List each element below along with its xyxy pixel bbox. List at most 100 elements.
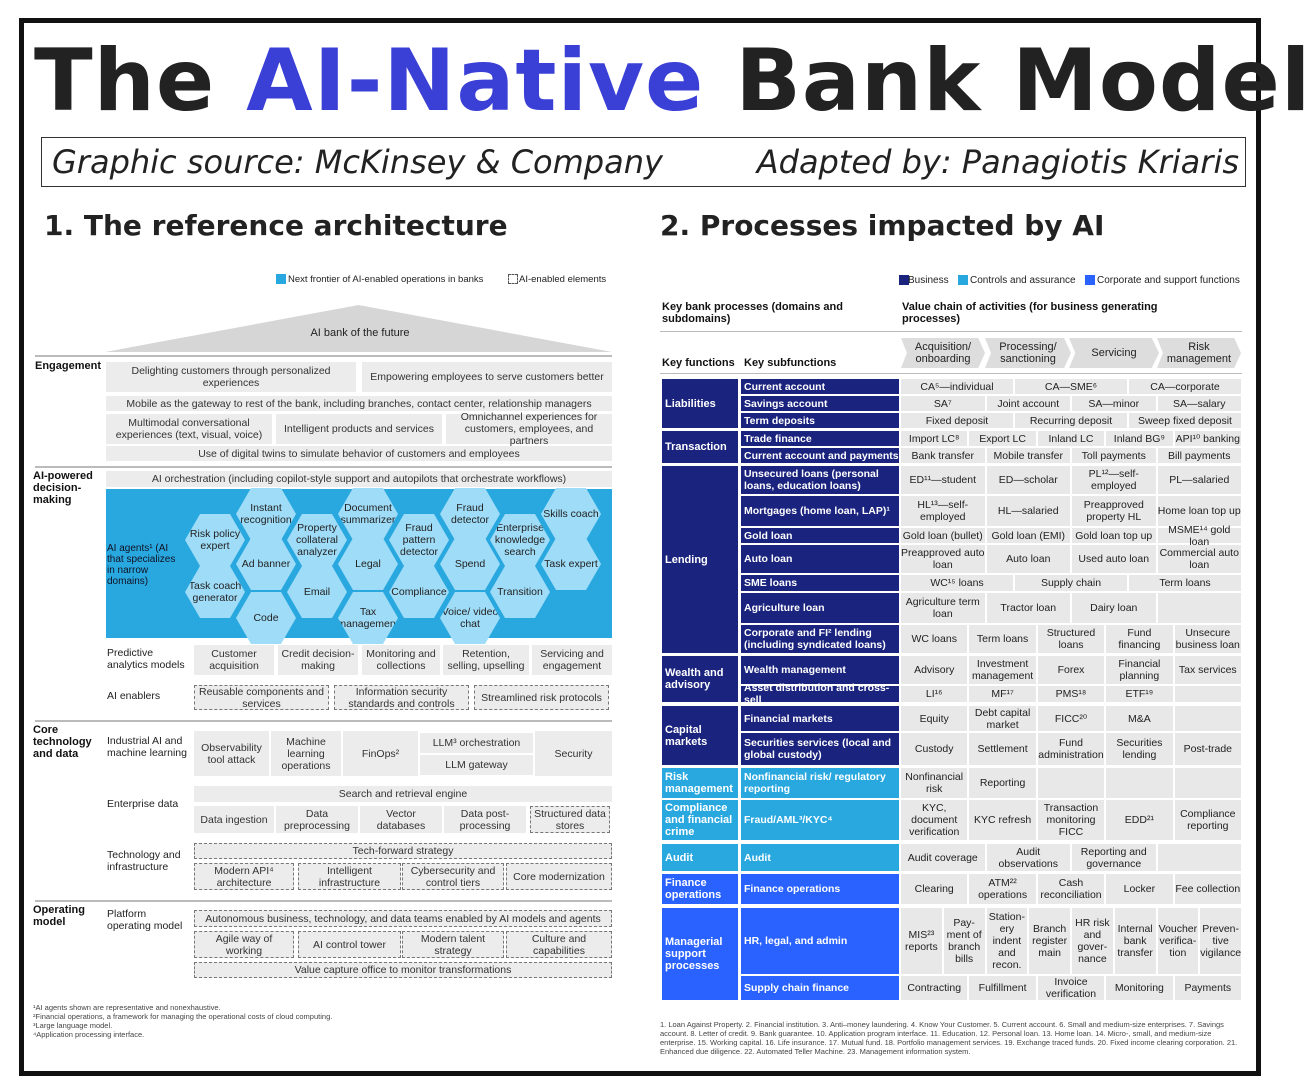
subfunction: Finance operations (741, 874, 899, 904)
legend-controls-label: Controls and assurance (970, 274, 1076, 286)
ai-agent-hex: Ad banner (236, 538, 296, 590)
infographic-frame: The AI-Native Bank Model Graphic source:… (19, 18, 1310, 1076)
ai-agent-hex: Task coach generator (185, 566, 245, 618)
activity-cell: Gold loan top up (1072, 528, 1156, 543)
ai-agent-hex: Enterprise knowledge search (490, 514, 550, 566)
activity-cell: Export LC (969, 431, 1036, 446)
function-finance-operations: Finance operations (662, 874, 738, 904)
operating-item: Value capture office to monitor transfor… (194, 962, 612, 978)
activity-cell: Reporting (969, 768, 1036, 798)
ai-agent-hex: Compliance (389, 566, 449, 618)
function-wealth-and-advisory: Wealth and advisory (662, 656, 738, 702)
footnote: 1. Loan Against Property. 2. Financial i… (660, 1020, 1238, 1056)
activity-cell: EDD²¹ (1106, 800, 1173, 840)
activity-cell: HR risk and gover-nance (1072, 908, 1113, 974)
activity-cell: ETF¹⁹ (1106, 686, 1173, 702)
subfunction: Current account and payments (741, 448, 899, 463)
ai-agent-hex: Code (236, 592, 296, 644)
engagement-box: Multimodal conversational experiences (t… (106, 414, 272, 444)
value-chain-stage: Risk management (1157, 338, 1241, 368)
engagement-box: Omnichannel experiences for customers, e… (446, 411, 612, 447)
activity-cell (1037, 768, 1105, 798)
legend-swatch-business (899, 275, 909, 285)
activity-cell: Securities lending (1106, 733, 1173, 765)
subfunction: Wealth management (741, 656, 899, 684)
predictive-label: Predictive analytics models (107, 647, 185, 671)
activity-cell: Audit observations (986, 844, 1070, 871)
header-key-functions: Key functions (662, 357, 735, 369)
activity-cell: Fund administration (1037, 733, 1105, 765)
engagement-box: Intelligent products and services (276, 414, 442, 444)
activity-cell: PMS¹⁸ (1037, 686, 1105, 702)
activity-cell: HL—salaried (986, 496, 1070, 526)
activity-cell: Toll payments (1072, 448, 1156, 463)
activity-cell: Locker (1106, 874, 1173, 904)
activity-cell: Commercial auto loan (1157, 545, 1241, 573)
legend-corporate-label: Corporate and support functions (1097, 274, 1240, 286)
industrial-label: Industrial AI and machine learning (107, 735, 187, 759)
activity-cell: Station-ery indent and recon. (986, 908, 1028, 974)
activity-cell: Financial planning (1106, 656, 1173, 684)
activity-cell: Preapproved property HL (1072, 496, 1156, 526)
activity-cell: Structured loans (1037, 625, 1105, 653)
operating-item: Agile way of working (194, 931, 294, 958)
divider (35, 720, 612, 722)
ai-agent-hex: Fraud pattern detector (389, 514, 449, 566)
ai-agent-hex: Task expert (541, 538, 601, 590)
ai-agent-hex: Legal (338, 538, 398, 590)
activity-cell: API¹⁰ banking (1174, 431, 1241, 446)
divider (35, 355, 612, 357)
industrial-item: FinOps² (343, 731, 418, 776)
industrial-item: Machine learning operations (271, 731, 341, 776)
subfunction: Audit (741, 844, 899, 871)
activity-cell: ATM²² operations (969, 874, 1036, 904)
ai-agent-hex: Voice/ video chat (440, 592, 500, 644)
activity-cell: Unsecure business loan (1174, 625, 1241, 653)
predictive-model: Retention, selling, upselling (443, 645, 529, 675)
activity-cell (1157, 593, 1241, 623)
activity-cell (1174, 706, 1241, 731)
value-chain-stage: Acquisition/ onboarding (901, 338, 985, 368)
activity-cell: Tax services (1174, 656, 1241, 684)
enterprise-data-item: Structured data stores (530, 806, 610, 833)
subfunction: SME loans (741, 575, 899, 591)
header-value-chain: Value chain of activities (for business … (902, 301, 1158, 325)
predictive-model: Credit decision-making (278, 645, 358, 675)
activity-cell: Tractor loan (986, 593, 1070, 623)
activity-cell: Equity (901, 706, 968, 731)
value-chain-stage: Processing/ sanctioning (985, 338, 1071, 368)
activity-cell: Payments (1174, 976, 1241, 1000)
function-liabilities: Liabilities (662, 379, 738, 428)
activity-cell: Fund financing (1106, 625, 1173, 653)
activity-cell: Internal bank transfer (1114, 908, 1156, 974)
activity-cell: Post-trade (1174, 733, 1241, 765)
ai-agent-hex: Spend (440, 538, 500, 590)
ai-agent-hex: Risk policy expert (185, 514, 245, 566)
subfunction: Unsecured loans (personal loans, educati… (741, 466, 899, 494)
legend-swatch-controls (958, 275, 968, 285)
subfunction: Nonfinancial risk/ regulatory reporting (741, 768, 899, 798)
technology-item: Modern API⁴ architecture (194, 863, 294, 890)
header-key-processes: Key bank processes (domains and subdomai… (662, 301, 843, 325)
activity-cell: Reporting and governance (1072, 844, 1156, 871)
ai-enabler: Streamlined risk protocols (474, 685, 609, 710)
activity-cell: Fixed deposit (901, 413, 1013, 428)
activity-cell: M&A (1106, 706, 1173, 731)
enterprise-data-item: Vector databases (360, 806, 442, 833)
industrial-item: LLM gateway (420, 755, 533, 775)
activity-cell: Inland BG⁹ (1106, 431, 1173, 446)
industrial-item: LLM³ orchestration (420, 733, 533, 753)
function-lending: Lending (662, 466, 738, 653)
divider (660, 331, 1242, 332)
activity-cell: Compliance reporting (1174, 800, 1241, 840)
subfunction: Gold loan (741, 528, 899, 543)
activity-cell: Sweep fixed deposit (1129, 413, 1241, 428)
activity-cell (1157, 844, 1241, 871)
activity-cell: Dairy loan (1072, 593, 1156, 623)
activity-cell: Home loan top up (1157, 496, 1241, 526)
activity-cell: Advisory (901, 656, 968, 684)
enterprise-data-item: Data ingestion (194, 806, 274, 833)
legend-swatch-frontier (276, 274, 286, 284)
activity-cell: Voucher verifica-tion (1157, 908, 1199, 974)
operating-item: AI control tower (298, 931, 401, 958)
